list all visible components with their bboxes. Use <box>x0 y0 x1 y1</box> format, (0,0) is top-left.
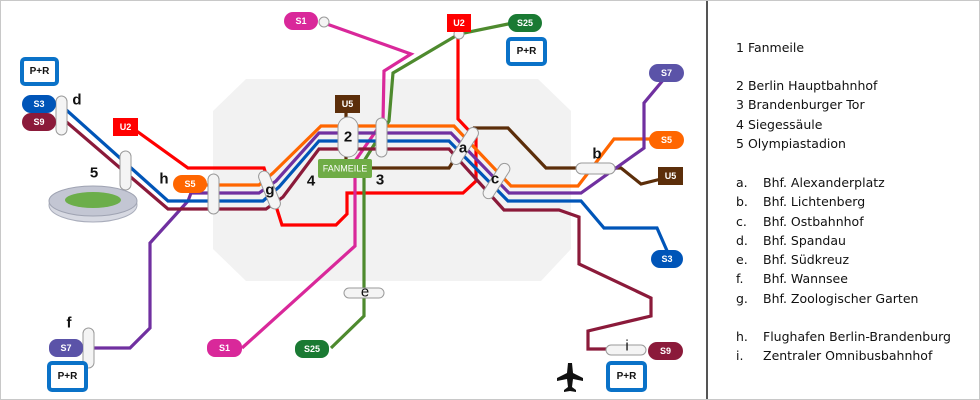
station-spandau[interactable] <box>55 95 68 136</box>
svg-text:S1: S1 <box>295 16 306 26</box>
station-suedkreuz[interactable] <box>343 287 385 299</box>
svg-text:S9: S9 <box>33 117 44 127</box>
svg-text:U2: U2 <box>453 18 465 28</box>
legend-station: g.Bhf. Zoologischer Garten <box>736 291 919 306</box>
svg-text:P+R: P+R <box>617 371 638 382</box>
badge-s5-right: S5 <box>649 131 684 149</box>
station-s1-end[interactable] <box>318 16 330 28</box>
badge-u2-top: U2 <box>447 14 471 32</box>
svg-text:S3: S3 <box>33 99 44 109</box>
svg-text:U5: U5 <box>342 99 354 109</box>
svg-text:S7: S7 <box>60 343 71 353</box>
marker-f: f <box>67 315 73 332</box>
park-and-ride-west: P+R <box>20 57 59 86</box>
svg-text:S5: S5 <box>661 135 672 145</box>
legend-place: 5 Olympiastadion <box>736 136 846 151</box>
svg-text:S5: S5 <box>184 179 195 189</box>
marker-b: b <box>592 146 601 163</box>
station-flughafen[interactable] <box>207 173 220 215</box>
marker-e: e <box>361 284 369 301</box>
marker-4: 4 <box>307 173 316 190</box>
legend-place: 3 Brandenburger Tor <box>736 97 865 112</box>
badge-u5-center: U5 <box>335 95 360 113</box>
badge-s3-left: S3 <box>22 95 56 113</box>
svg-text:P+R: P+R <box>58 371 79 382</box>
park-and-ride-zob: P+R <box>606 361 647 392</box>
station-lichtenberg[interactable] <box>575 162 616 175</box>
legend-place: 1 Fanmeile <box>736 40 805 55</box>
legend-place: 4 Siegessäule <box>736 117 823 132</box>
legend-station: e.Bhf. Südkreuz <box>736 252 850 267</box>
svg-text:S1: S1 <box>219 343 230 353</box>
svg-text:S25: S25 <box>304 344 320 354</box>
station-brandenburger-tor[interactable] <box>375 117 388 158</box>
station-olympiastadion[interactable] <box>119 150 132 191</box>
station-ostbahnhof[interactable] <box>481 161 512 201</box>
legend-station: a.Bhf. Alexanderplatz <box>736 175 885 190</box>
svg-text:U2: U2 <box>120 122 132 132</box>
legend-station: b.Bhf. Lichtenberg <box>736 194 866 209</box>
badge-s9-left: S9 <box>22 113 56 131</box>
station-zob[interactable] <box>605 344 647 356</box>
legend-panel: 1 Fanmeile 2 Berlin Hauptbahnhof 3 Brand… <box>706 1 979 399</box>
badge-s9-i: S9 <box>648 342 683 360</box>
badge-s7-right: S7 <box>649 64 684 82</box>
station-alexanderplatz[interactable] <box>448 125 480 166</box>
marker-3: 3 <box>376 172 384 189</box>
badge-s3-right: S3 <box>651 250 683 268</box>
station-hauptbahnhof[interactable] <box>337 116 359 158</box>
line-s7 <box>86 77 666 350</box>
badge-s1-top: S1 <box>284 12 318 30</box>
transit-map: P+R P+R P+R P+R S1 U2 S25 S7 S5 U5 S3 S3… <box>20 12 684 392</box>
airplane-icon <box>557 363 583 392</box>
badge-s1-bottom: S1 <box>207 339 242 357</box>
fanmeile-label[interactable]: FANMEILE <box>318 159 372 178</box>
marker-g: g <box>265 182 274 199</box>
line-s3 <box>61 105 670 254</box>
legend-station: i.Zentraler Omnibusbahnhof <box>736 348 933 363</box>
stadium-icon <box>48 185 138 223</box>
line-u5 <box>344 109 670 186</box>
park-and-ride-wannsee: P+R <box>47 361 88 392</box>
svg-text:S7: S7 <box>661 68 672 78</box>
legend-station: c.Bhf. Ostbahnhof <box>736 214 864 229</box>
legend-place: 2 Berlin Hauptbahnhof <box>736 78 878 93</box>
legend-station: h.Flughafen Berlin-Brandenburg <box>736 329 951 344</box>
badge-s25-bottom: S25 <box>295 340 329 358</box>
marker-a: a <box>459 140 468 157</box>
svg-text:FANMEILE: FANMEILE <box>323 164 368 174</box>
svg-text:S3: S3 <box>661 254 672 264</box>
legend-station: d.Bhf. Spandau <box>736 233 846 248</box>
marker-h: h <box>159 171 168 188</box>
badge-u5-right: U5 <box>658 167 683 185</box>
legend-station: f.Bhf. Wannsee <box>736 271 848 286</box>
badge-s25-top: S25 <box>508 14 542 32</box>
svg-text:P+R: P+R <box>517 46 538 57</box>
svg-text:U5: U5 <box>665 171 677 181</box>
svg-text:P+R: P+R <box>30 66 51 77</box>
marker-d: d <box>72 92 81 109</box>
badge-u2-left: U2 <box>113 118 138 136</box>
marker-2: 2 <box>344 129 352 146</box>
svg-text:S25: S25 <box>517 18 533 28</box>
marker-c: c <box>491 171 499 188</box>
station-zoologischer-garten[interactable] <box>257 169 282 210</box>
marker-i: i <box>625 338 628 355</box>
badge-s5-h: S5 <box>173 175 207 193</box>
svg-text:S9: S9 <box>660 346 671 356</box>
marker-5: 5 <box>90 165 98 182</box>
badge-s7-f: S7 <box>49 339 83 357</box>
park-and-ride-north: P+R <box>506 37 547 66</box>
